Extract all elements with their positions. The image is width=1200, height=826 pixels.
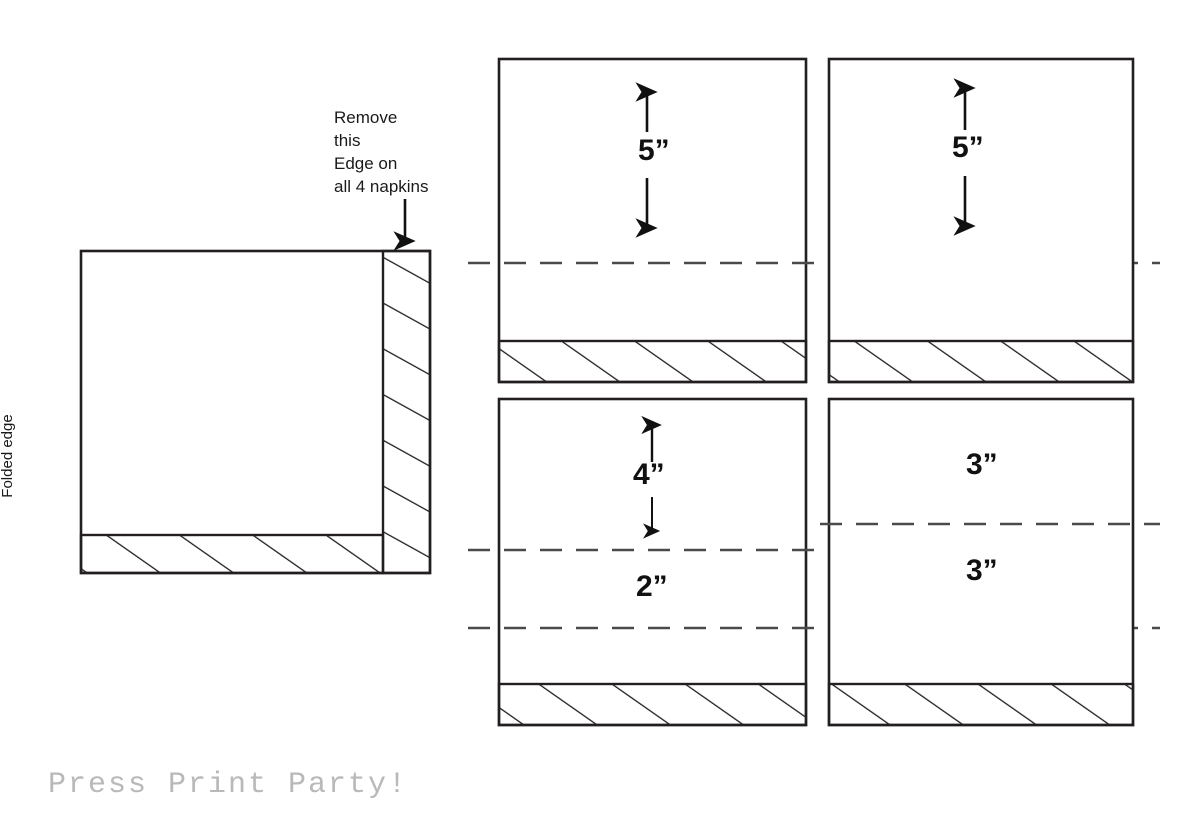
panel-1-outline [497,57,808,384]
watermark: Press Print Party! [48,768,409,802]
remove-edge-note-line-1: Remove [334,108,398,127]
panel-4-dimension-label-1: 3” [966,448,998,481]
folded-napkin-bottom-hatch [81,535,383,573]
panel-1-group [468,57,1160,384]
folded-napkin-group [79,249,432,575]
panel-3-dimension-label-2: 2” [636,570,668,603]
panel-3-group [468,397,1160,727]
remove-edge-note: Remove this Edge on all 4 napkins [334,106,429,198]
panel-4-bottom-hatch-outline [827,682,1135,727]
panel-2-group [827,57,1135,384]
panel-4-outline [827,397,1135,727]
folded-napkin-right-hatch [383,251,430,573]
panel-3-bottom-hatch [499,684,806,725]
panel-2-outline [827,57,1135,384]
panel-4-bottom-hatch [829,684,1133,725]
remove-edge-note-line-4: all 4 napkins [334,177,429,196]
panel-4-group [820,397,1160,727]
panel-3-bottom-hatch-outline [497,682,808,727]
remove-edge-note-line-3: Edge on [334,154,398,173]
folded-napkin-outline [79,249,432,575]
panel-3-dimension-label-1: 4” [633,458,665,491]
panel-1-bottom-hatch [499,341,806,382]
panel-1-dimension-label: 5” [638,134,670,167]
panel-1-bottom-hatch-outline [497,339,808,384]
panel-4-dimension-label-2: 3” [966,554,998,587]
panel-2-bottom-hatch-outline [827,339,1135,384]
remove-edge-note-line-2: this [334,131,361,150]
folded-napkin-right-hatch-outline [381,249,432,575]
panel-2-bottom-hatch [829,341,1133,382]
folded-edge-label: Folded edge [0,414,16,498]
panel-2-dimension-label: 5” [952,131,984,164]
